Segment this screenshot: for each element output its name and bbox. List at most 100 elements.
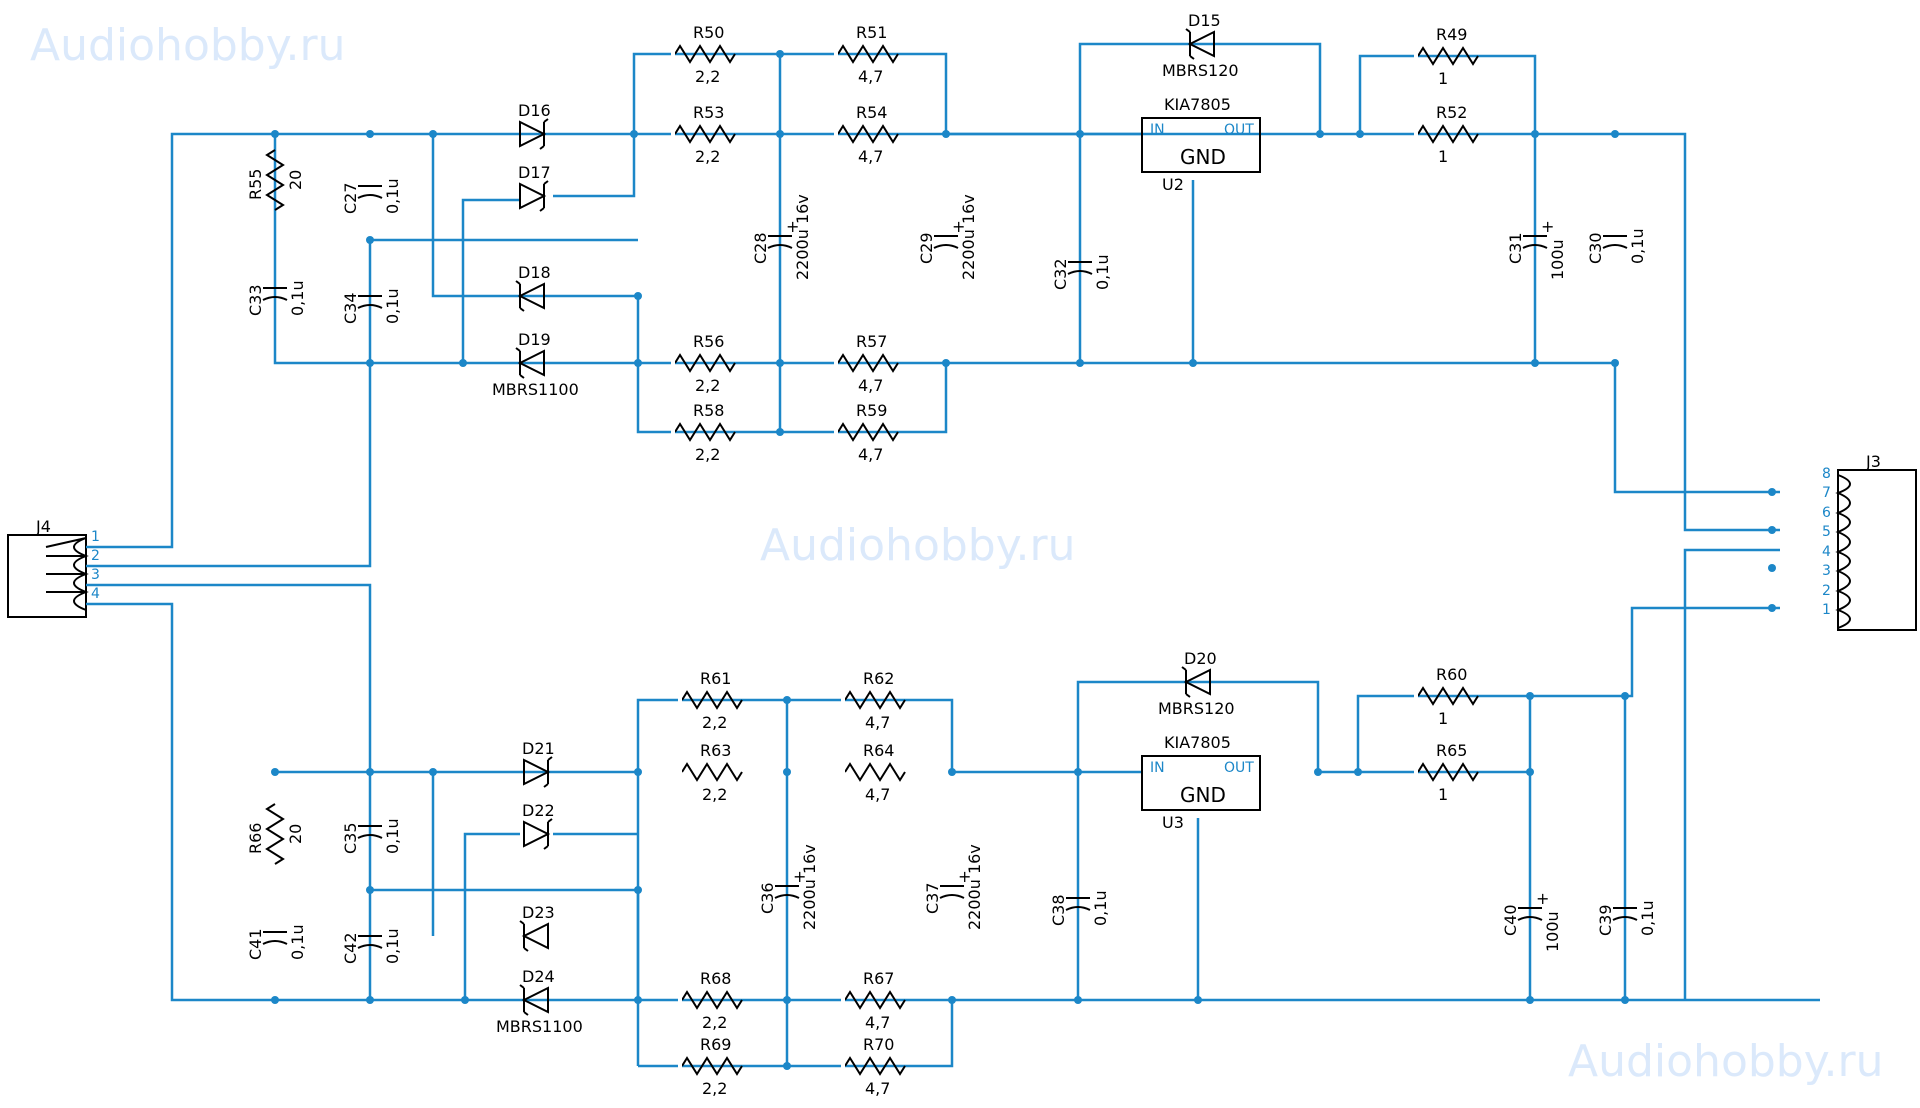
resistor-ref: R62 [863, 669, 894, 688]
resistor-r62: R62 4,7 [841, 669, 906, 732]
resistor-ref: R67 [863, 969, 894, 988]
capacitor-ref: C32 [1051, 258, 1070, 290]
j3-pin-label: 5 [1822, 524, 1831, 540]
resistor-ref: R49 [1436, 25, 1467, 44]
j3-pin-label: 4 [1822, 544, 1831, 560]
capacitor-value: 100u [1543, 911, 1562, 952]
diode-part: MBRS120 [1162, 61, 1239, 80]
capacitor-ref: C28 [751, 232, 770, 264]
capacitor-c38: C38 0,1u [1049, 890, 1110, 926]
capacitor-value: 0,1u [288, 924, 307, 960]
resistor-ref: R54 [856, 103, 887, 122]
resistor-r67: R67 4,7 [841, 969, 906, 1032]
resistor-ref: R50 [693, 23, 724, 42]
resistor-r59: R59 4,7 [834, 401, 899, 464]
diode-ref: D18 [518, 263, 551, 282]
svg-text:+: + [952, 217, 965, 236]
watermark: Audiohobby.ru [760, 520, 1076, 571]
capacitor-value: 2200u 16v [965, 844, 984, 930]
capacitor-ref: C33 [246, 284, 265, 316]
j3-pin-label: 2 [1822, 583, 1831, 599]
resistor-r69: R69 2,2 [678, 1035, 743, 1098]
connector-j4: J4 1 2 3 4 [7, 517, 100, 618]
resistor-ref: R51 [856, 23, 887, 42]
regulator-gnd-pin: GND [1180, 145, 1226, 169]
capacitor-value: 0,1u [383, 288, 402, 324]
j4-pin-label: 1 [91, 529, 100, 545]
diode-d21: D21 [522, 739, 555, 788]
resistor-ref: R61 [700, 669, 731, 688]
resistor-value: 20 [286, 824, 305, 844]
svg-text:+: + [793, 867, 806, 886]
resistor-value: 4,7 [858, 376, 883, 395]
capacitor-c36: + C36 2200u 16v [758, 844, 819, 930]
resistor-ref: R69 [700, 1035, 731, 1054]
capacitor-ref: C35 [341, 822, 360, 854]
svg-text:+: + [1536, 889, 1549, 908]
diode-d17: D17 [518, 163, 551, 212]
capacitor-value: 2200u 16v [793, 194, 812, 280]
diode-d16: D16 [518, 101, 551, 150]
resistor-value: 2,2 [702, 1013, 727, 1032]
diode-ref: D22 [522, 801, 555, 820]
resistor-value: 4,7 [865, 785, 890, 804]
resistor-r54: R54 4,7 [834, 103, 899, 166]
regulator-in-pin: IN [1150, 122, 1165, 138]
capacitor-ref: C39 [1596, 904, 1615, 936]
capacitor-ref: C34 [341, 292, 360, 324]
capacitor-c35: C35 0,1u [341, 818, 402, 854]
resistor-value: 4,7 [858, 147, 883, 166]
j3-pin-label: 3 [1822, 563, 1831, 579]
capacitor-ref: C38 [1049, 894, 1068, 926]
regulator-gnd-pin: GND [1180, 783, 1226, 807]
diode-ref: D24 [522, 967, 555, 986]
resistor-ref: R53 [693, 103, 724, 122]
resistor-value: 2,2 [702, 713, 727, 732]
resistor-value: 2,2 [702, 1079, 727, 1098]
j3-pin-label: 7 [1822, 485, 1831, 501]
capacitor-value: 0,1u [288, 280, 307, 316]
j3-pin-label: 8 [1822, 466, 1831, 482]
diode-part: MBRS1100 [496, 1017, 583, 1036]
capacitor-value: 0,1u [1091, 890, 1110, 926]
resistor-ref: R65 [1436, 741, 1467, 760]
j4-pin-label: 2 [91, 548, 100, 564]
capacitor-value: 2200u 16v [800, 844, 819, 930]
regulator-ref: U3 [1162, 813, 1184, 832]
resistor-ref: R70 [863, 1035, 894, 1054]
capacitor-ref: C37 [923, 882, 942, 914]
resistor-value: 4,7 [865, 1013, 890, 1032]
diode-d18: D18 [515, 263, 551, 312]
resistor-ref: R59 [856, 401, 887, 420]
resistor-value: 4,7 [865, 713, 890, 732]
resistor-value: 4,7 [858, 445, 883, 464]
diode-d23: D23 [519, 903, 555, 952]
diode-ref: D21 [522, 739, 555, 758]
diode-part: MBRS1100 [492, 380, 579, 399]
capacitor-ref: C36 [758, 882, 777, 914]
capacitor-value: 0,1u [383, 818, 402, 854]
resistor-r61: R61 2,2 [678, 669, 743, 732]
